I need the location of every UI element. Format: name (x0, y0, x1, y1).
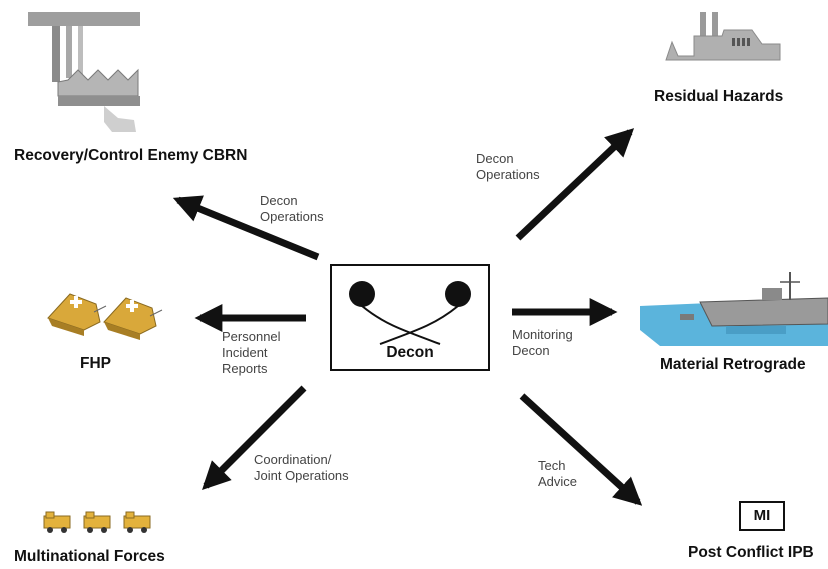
arrow-to-residual (515, 128, 635, 241)
edge-label-to-postconflict: Tech Advice (538, 458, 577, 490)
edge-label-line: Decon (260, 193, 298, 208)
edge-label-line: Incident (222, 345, 268, 360)
node-residual-label: Residual Hazards (654, 88, 784, 105)
edge-label-to-multinational: Coordination/ Joint Operations (254, 452, 349, 484)
mi-badge-label: MI (753, 507, 771, 524)
edge-label-to-fhp: Personnel Incident Reports (222, 329, 281, 377)
edge-label-line: Monitoring (512, 327, 573, 342)
decon-symbol-icon (349, 281, 471, 345)
edge-label-line: Advice (538, 474, 578, 489)
factory-illustration (665, 12, 781, 61)
node-fhp-label: FHP (80, 355, 111, 372)
edge-label-to-recovery: Decon Operations (260, 193, 324, 225)
edge-label-line: Personnel (222, 329, 281, 344)
edge-label-line: Operations (260, 209, 324, 224)
node-multinational-label: Multinational Forces (14, 548, 165, 565)
node-recovery-label: Recovery/Control Enemy CBRN (14, 147, 248, 164)
edge-label-to-retrograde: Monitoring Decon (512, 327, 573, 359)
edge-label-line: Coordination/ (254, 452, 332, 467)
arrow-to-postconflict (519, 393, 643, 506)
edge-label-line: Decon (476, 151, 514, 166)
edge-label-line: Operations (476, 167, 540, 182)
decon-center-box: Decon (330, 264, 490, 371)
trucks-illustration (43, 511, 151, 533)
edge-label-line: Decon (512, 343, 550, 358)
node-retrograde-label: Material Retrograde (660, 356, 806, 373)
medical-tents-illustration (47, 293, 163, 340)
decon-center-label: Decon (386, 344, 434, 361)
node-postconflict-label: Post Conflict IPB (688, 544, 814, 561)
arrow-to-recovery (172, 195, 320, 261)
mi-badge-frame (739, 501, 785, 531)
ship-illustration (640, 272, 828, 346)
edge-label-line: Joint Operations (254, 468, 349, 483)
edge-label-line: Tech (538, 458, 566, 473)
edge-label-to-residual: Decon Operations (476, 151, 540, 183)
plant-illustration (28, 12, 140, 132)
edge-label-line: Reports (222, 361, 268, 376)
arrow-to-multinational (202, 385, 307, 490)
